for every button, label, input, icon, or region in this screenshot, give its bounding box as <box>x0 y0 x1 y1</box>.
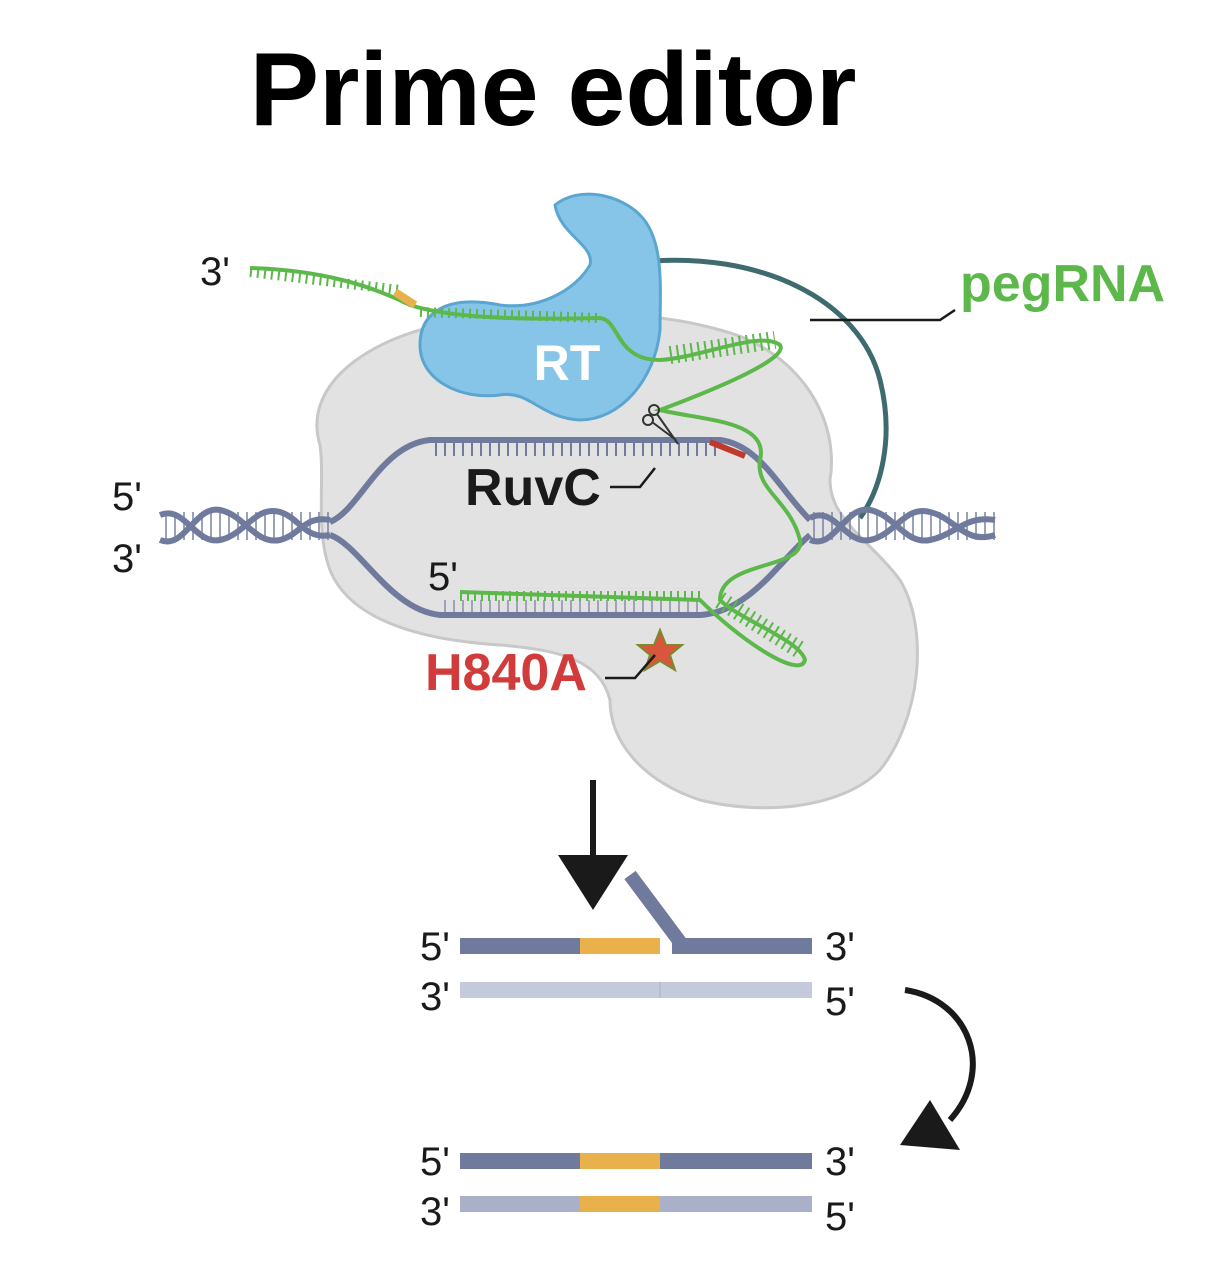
linker <box>639 257 889 520</box>
pegrna <box>249 266 808 668</box>
edited-top-3prime-label: 3' <box>825 1140 855 1184</box>
dna-bottom-3prime-label: 3' <box>112 537 142 581</box>
edited-top-5prime-label: 5' <box>420 1140 450 1184</box>
dna-flap <box>624 870 686 947</box>
down-arrow-icon <box>558 780 628 910</box>
primer-5prime-label: 5' <box>428 555 458 599</box>
h840a-label: H840A <box>425 644 587 702</box>
nicked-top-5prime-label: 5' <box>420 925 450 969</box>
nicked-bottom-5prime-label: 5' <box>825 980 855 1024</box>
dna-bubble <box>328 437 813 618</box>
rt-label: RT <box>534 335 601 391</box>
pegrna-callout-line <box>810 308 956 322</box>
rt-protein: RT <box>418 192 662 422</box>
edited-bottom-3prime-label: 3' <box>420 1190 450 1234</box>
pegrna-label: pegRNA <box>960 255 1165 313</box>
edited-bottom-5prime-label: 5' <box>825 1195 855 1239</box>
dna-helix-right <box>808 506 996 545</box>
nicked-bottom-3prime-label: 3' <box>420 975 450 1019</box>
nicked-top-3prime-label: 3' <box>825 925 855 969</box>
curved-arrow-icon <box>900 987 976 1150</box>
duplex-nicked <box>460 938 812 998</box>
ruvc-label: RuvC <box>465 459 601 517</box>
pegrna-3prime-label: 3' <box>200 250 230 294</box>
h840a-callout-line <box>605 654 656 680</box>
ruvc-callout-line <box>610 467 656 489</box>
scissors-icon <box>642 404 679 445</box>
duplex-edited <box>460 1153 812 1212</box>
page-title: Prime editor <box>250 32 857 148</box>
dna-top-5prime-label: 5' <box>112 475 142 519</box>
dna-helix-left <box>158 506 331 545</box>
